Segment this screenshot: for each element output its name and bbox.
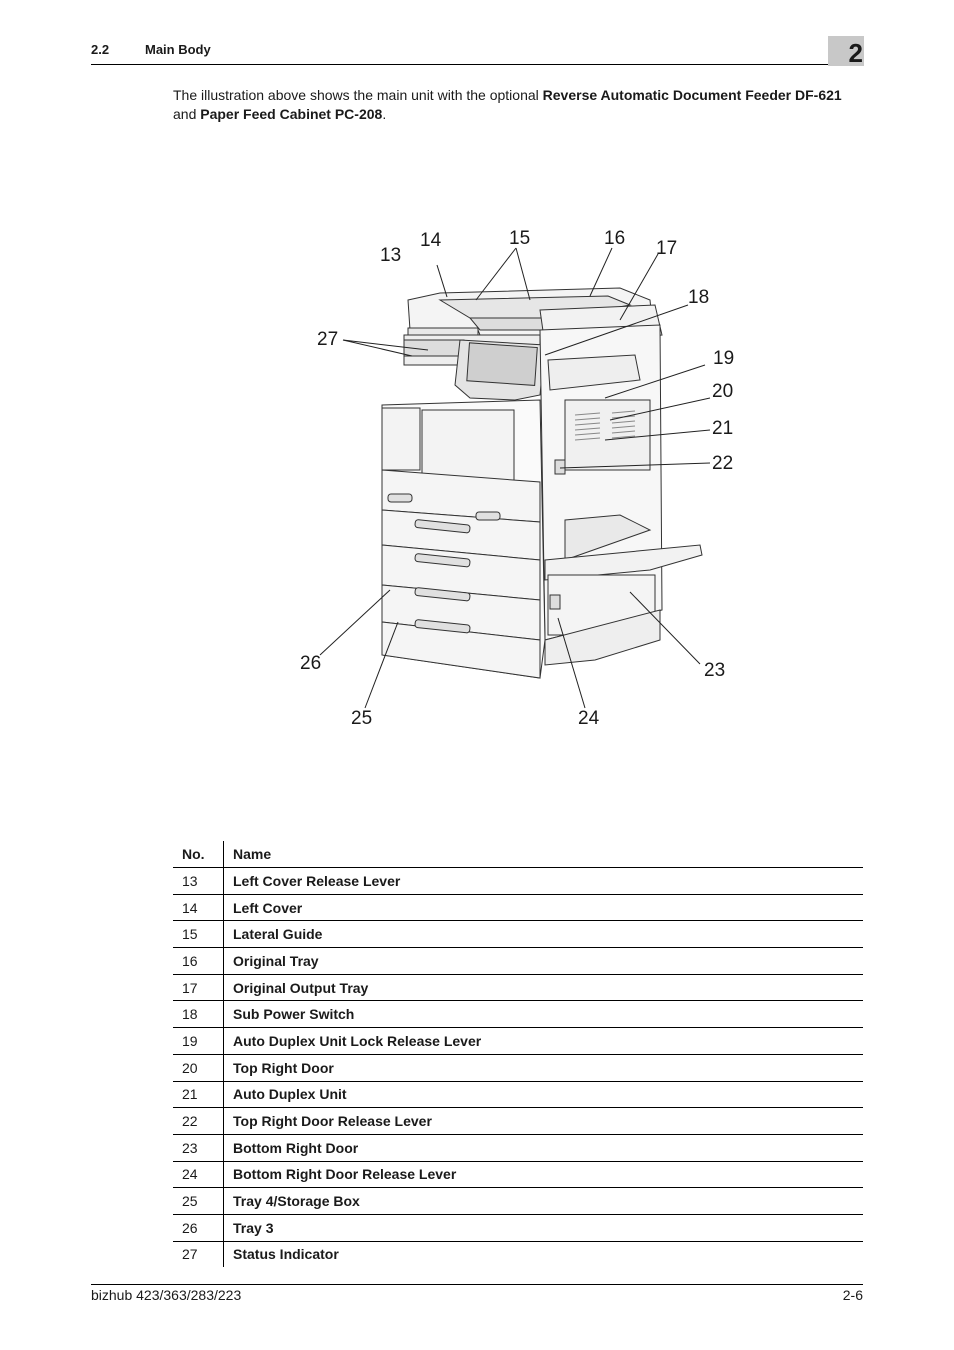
callout-15: 15 [509, 228, 530, 249]
section-title: Main Body [145, 42, 211, 57]
main-body-illustration: 13 14 15 16 17 18 19 20 21 22 23 24 25 2… [300, 228, 734, 729]
cell-name: Bottom Right Door Release Lever [223, 1161, 863, 1189]
table-row: 27 Status Indicator [173, 1241, 863, 1268]
cell-no: 14 [173, 894, 224, 922]
table-header-row: No. Name [173, 841, 863, 868]
callout-leaders [319, 247, 711, 709]
cell-no: 16 [173, 947, 224, 975]
col-header-name: Name [223, 841, 863, 868]
cell-no: 15 [173, 920, 224, 949]
cell-name: Tray 3 [223, 1214, 863, 1242]
cell-no: 24 [173, 1161, 224, 1189]
callout-17: 17 [656, 238, 677, 259]
cell-name: Bottom Right Door [223, 1134, 863, 1162]
intro-text-2: and [173, 106, 201, 122]
callout-21: 21 [712, 418, 733, 439]
callout-23: 23 [704, 660, 725, 681]
cell-no: 26 [173, 1214, 224, 1242]
cell-no: 20 [173, 1054, 224, 1082]
callout-26: 26 [300, 653, 321, 674]
footer-model: bizhub 423/363/283/223 [91, 1287, 242, 1303]
callout-13: 13 [380, 245, 401, 266]
intro-paragraph: The illustration above shows the main un… [173, 86, 873, 124]
cell-name: Original Tray [223, 947, 863, 975]
callout-25: 25 [351, 708, 372, 729]
cell-name: Lateral Guide [223, 920, 863, 949]
cell-no: 19 [173, 1027, 224, 1055]
cell-no: 23 [173, 1134, 224, 1162]
intro-bold-1: Reverse Automatic Document Feeder DF-621 [542, 87, 842, 103]
cell-name: Tray 4/Storage Box [223, 1187, 863, 1215]
tray-handles [387, 493, 501, 634]
cell-no: 21 [173, 1081, 224, 1109]
cell-no: 27 [173, 1241, 224, 1268]
callout-14: 14 [420, 230, 442, 251]
intro-text-3: . [382, 106, 387, 122]
intro-bold-2: Paper Feed Cabinet PC-208 [200, 106, 383, 122]
callout-16: 16 [604, 228, 625, 249]
cell-no: 25 [173, 1187, 224, 1215]
cell-no: 22 [173, 1107, 224, 1135]
col-header-no: No. [173, 841, 224, 868]
bypass-tray [544, 544, 703, 581]
callout-24: 24 [578, 708, 600, 729]
callout-20: 20 [712, 381, 733, 402]
cell-no: 18 [173, 1000, 224, 1029]
footer-page-number: 2-6 [842, 1287, 863, 1303]
cell-name: Top Right Door Release Lever [223, 1107, 863, 1135]
callout-19: 19 [713, 348, 734, 369]
cell-name: Left Cover [223, 894, 863, 922]
cell-no: 17 [173, 974, 224, 1002]
chapter-badge: 2 [828, 36, 864, 68]
callout-22: 22 [712, 453, 733, 474]
cell-no: 13 [173, 867, 224, 895]
callout-27: 27 [317, 329, 338, 350]
footer-rule [91, 1284, 863, 1285]
cell-name: Left Cover Release Lever [223, 867, 863, 895]
cell-name: Original Output Tray [223, 974, 863, 1002]
cell-name: Auto Duplex Unit [223, 1081, 863, 1109]
callout-18: 18 [688, 287, 709, 308]
section-number: 2.2 [91, 42, 110, 57]
touch-screen [466, 342, 538, 387]
header-rule [91, 64, 863, 65]
intro-text-1: The illustration above shows the main un… [173, 87, 543, 103]
cell-name: Sub Power Switch [223, 1000, 863, 1029]
cell-name: Top Right Door [223, 1054, 863, 1082]
cell-name: Status Indicator [233, 1246, 339, 1263]
cell-name: Auto Duplex Unit Lock Release Lever [223, 1027, 863, 1055]
